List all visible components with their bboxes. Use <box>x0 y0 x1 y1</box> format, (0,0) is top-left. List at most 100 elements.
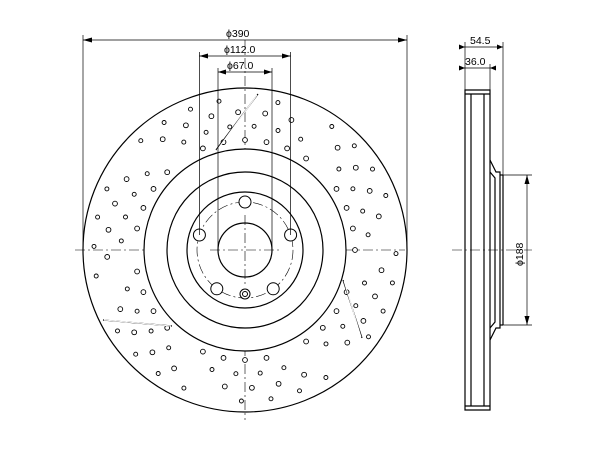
drilled-hole <box>181 385 187 391</box>
drilled-hole <box>251 123 257 129</box>
drilled-hole <box>200 145 206 152</box>
drilled-hole <box>372 293 378 300</box>
drilled-hole <box>344 339 351 346</box>
drilled-hole <box>319 324 326 331</box>
drilled-hole <box>155 371 161 376</box>
outer-diameter-label: ϕ390 <box>226 28 250 40</box>
drilled-hole <box>351 143 357 149</box>
bolt-hole <box>266 282 280 296</box>
drilled-hole <box>131 191 137 197</box>
drilled-hole <box>281 365 287 371</box>
drilled-hole <box>303 155 309 162</box>
drilled-hole <box>362 280 367 286</box>
drilled-hole <box>112 200 118 207</box>
drilled-hole <box>238 398 244 404</box>
drilled-hole <box>235 109 241 116</box>
drilled-hole <box>104 254 111 260</box>
drilled-hole <box>164 169 171 176</box>
drilled-hole <box>93 273 99 279</box>
drilled-hole <box>275 100 281 106</box>
drilled-hole <box>323 341 329 347</box>
drilled-hole <box>115 328 120 334</box>
drilled-hole <box>365 232 371 238</box>
drilled-hole <box>144 171 150 177</box>
drilled-hole <box>220 355 227 361</box>
drilled-holes <box>91 98 399 404</box>
drilled-hole <box>203 129 209 135</box>
drilled-hole <box>350 186 356 192</box>
drilled-hole <box>221 383 228 390</box>
drilled-hole <box>131 329 138 336</box>
drilled-hole <box>105 226 112 233</box>
hat-face <box>186 191 304 309</box>
drilled-hole <box>378 267 385 274</box>
drilled-hole <box>275 380 282 387</box>
drilled-hole <box>95 214 101 220</box>
drilled-hole <box>134 225 140 232</box>
drilled-hole <box>149 349 156 356</box>
drilled-hole <box>323 375 329 380</box>
drilled-hole <box>183 122 189 129</box>
drilled-hole <box>333 186 340 192</box>
drilled-hole <box>166 345 172 351</box>
drilled-hole <box>148 328 154 334</box>
drilled-hole <box>161 120 167 125</box>
drilled-hole <box>343 205 350 211</box>
bolt-hole <box>238 195 252 209</box>
drilled-hole <box>123 176 130 182</box>
drilled-hole <box>242 357 248 363</box>
drilled-hole <box>133 351 139 357</box>
drilled-hole <box>242 137 248 143</box>
drilled-hole <box>171 365 177 372</box>
drilled-hole <box>268 396 274 402</box>
drilled-hole <box>263 355 270 361</box>
drilled-hole <box>91 243 97 249</box>
drilled-hole <box>353 303 359 309</box>
total-thickness-label: 54.5 <box>470 35 491 47</box>
drilled-hole <box>124 286 130 292</box>
drilled-hole <box>233 371 239 377</box>
drilled-hole <box>138 138 144 144</box>
drilled-hole <box>297 388 302 394</box>
drilled-hole <box>352 247 358 253</box>
side-view <box>452 89 532 411</box>
drilled-hole <box>140 289 147 295</box>
locating-pin-inner <box>242 291 248 297</box>
drilled-hole <box>366 188 373 194</box>
drilled-hole <box>200 348 206 355</box>
drilled-hole <box>334 144 341 151</box>
drilled-hole <box>336 166 342 172</box>
friction-ring-section <box>464 89 491 411</box>
drilled-hole <box>375 213 382 220</box>
front-dimensions: ϕ390 ϕ112.0 ϕ67.0 <box>82 28 408 250</box>
disc-thickness-label: 36.0 <box>465 56 486 68</box>
slots <box>102 93 363 339</box>
drilled-hole <box>284 145 290 152</box>
hat-diameter-label: ϕ188 <box>514 242 526 266</box>
center-bore <box>217 222 273 278</box>
drilled-hole <box>301 371 307 378</box>
drilled-hole <box>262 110 269 117</box>
drilled-hole <box>134 268 140 275</box>
drilled-hole <box>303 338 309 345</box>
drilled-hole <box>181 139 187 145</box>
drilled-hole <box>140 205 147 211</box>
bolt-hole <box>210 282 224 296</box>
pcd-label: ϕ112.0 <box>224 44 256 56</box>
front-view <box>75 40 408 420</box>
drilled-hole <box>350 225 356 232</box>
drilled-hole <box>383 193 389 198</box>
drilled-hole <box>216 98 222 104</box>
drilled-hole <box>333 308 340 314</box>
drilled-hole <box>329 124 335 129</box>
drilled-hole <box>389 280 395 286</box>
drilled-hole <box>227 124 233 130</box>
drilled-hole <box>134 308 140 314</box>
hat-inner <box>489 171 496 329</box>
drilled-hole <box>209 367 215 372</box>
drilled-hole <box>393 251 399 257</box>
drilled-hole <box>150 308 157 314</box>
drilled-hole <box>352 164 359 171</box>
